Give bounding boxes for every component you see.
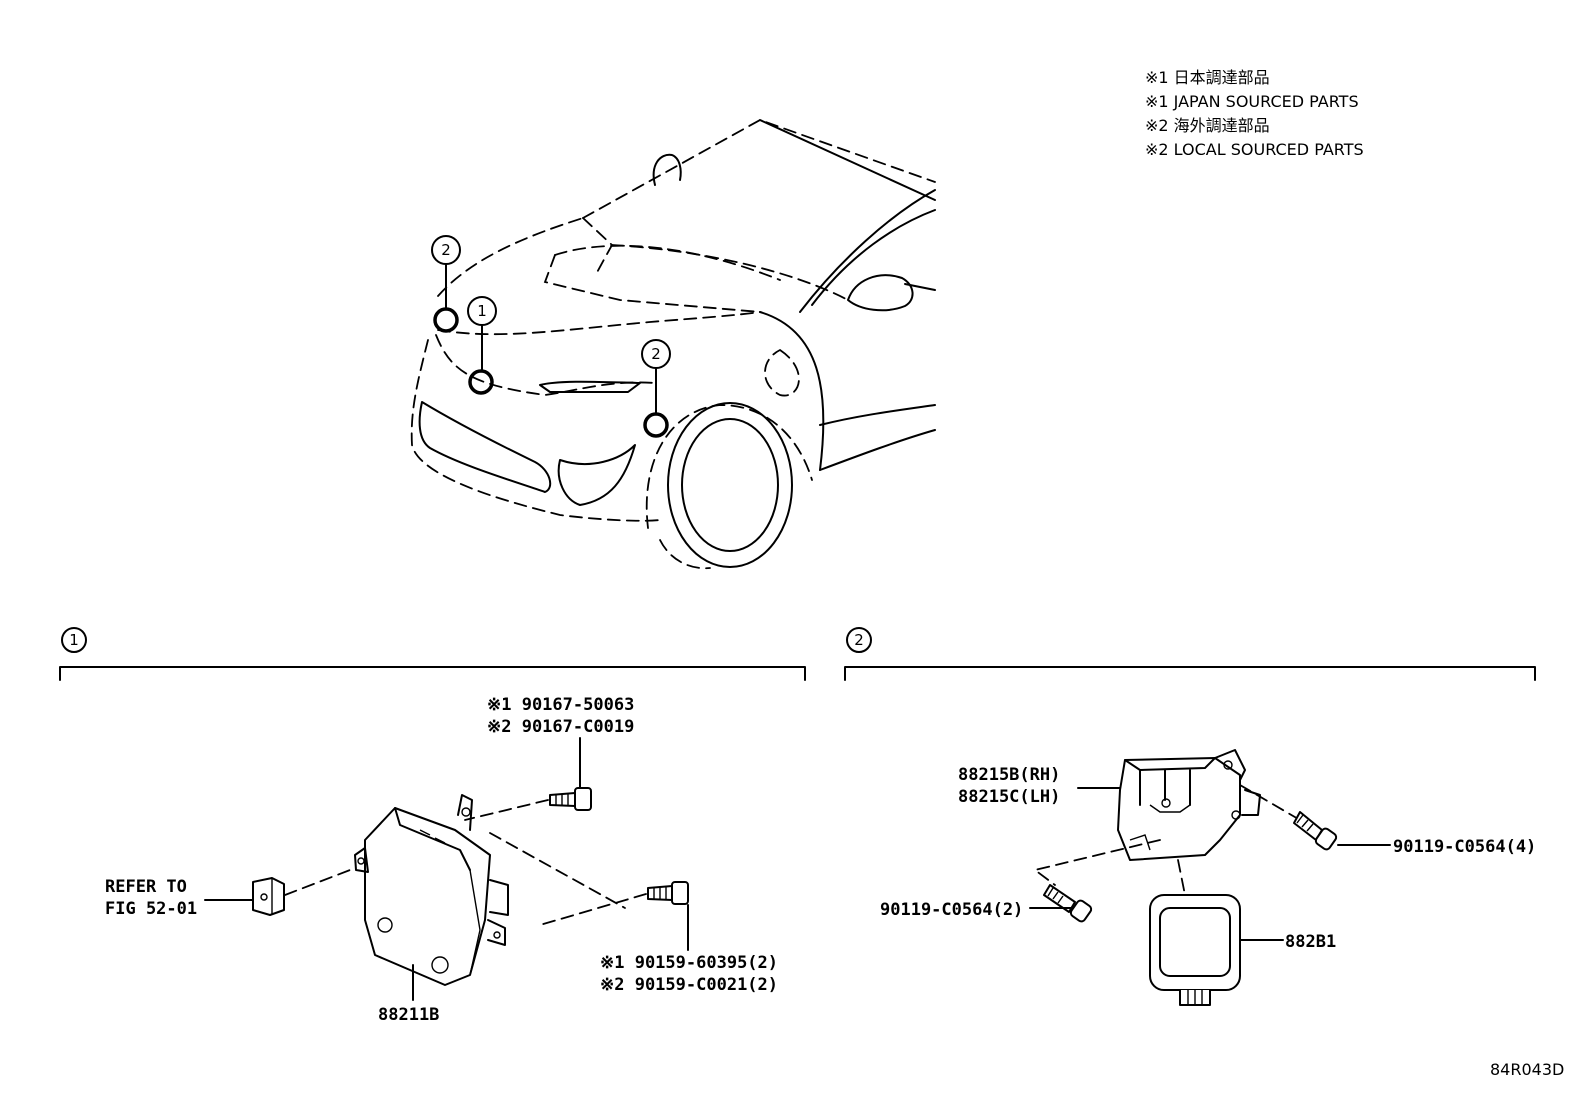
section-1: 1 ※1 90167-50063 ※2 90167-C0019 ※1 90159… bbox=[59, 627, 806, 1025]
callout-1: 1 bbox=[467, 296, 497, 395]
bolt-right bbox=[647, 881, 689, 905]
callout-1-label: 1 bbox=[477, 302, 487, 320]
screw-left-label: 90119-C0564(2) bbox=[880, 900, 1023, 920]
legend-line-1: ※1 日本調達部品 bbox=[1145, 68, 1270, 87]
vehicle-illustration: 2 1 2 bbox=[410, 119, 936, 570]
callout-2-right: 2 bbox=[641, 339, 671, 438]
clip-nut bbox=[252, 877, 285, 916]
section-2: 2 88215B(RH) 88215C(LH) 90119-C0564(4) bbox=[844, 627, 1536, 1006]
legend-line-2: ※1 JAPAN SOURCED PARTS bbox=[1145, 92, 1359, 111]
callout-2-left-label: 2 bbox=[441, 241, 451, 259]
screw-right bbox=[1293, 811, 1338, 851]
bracket-lh-label: 88215C(LH) bbox=[958, 787, 1060, 807]
callout-2-left: 2 bbox=[431, 235, 461, 333]
legend-line-4: ※2 LOCAL SOURCED PARTS bbox=[1145, 140, 1364, 159]
bolt-top-label-2: ※2 90167-C0019 bbox=[487, 717, 634, 737]
bolt-top bbox=[549, 787, 592, 811]
section-2-marker: 2 bbox=[854, 631, 864, 649]
screw-right-label: 90119-C0564(4) bbox=[1393, 837, 1536, 857]
sensor-882b1 bbox=[1149, 894, 1241, 1006]
bolt-top-label-1: ※1 90167-50063 bbox=[487, 695, 634, 715]
section-1-marker: 1 bbox=[69, 631, 79, 649]
bracket-88215 bbox=[1117, 749, 1261, 861]
screw-left bbox=[1043, 884, 1093, 923]
bolt-right-label-2: ※2 90159-C0021(2) bbox=[600, 975, 778, 995]
callout-2-right-label: 2 bbox=[651, 345, 661, 363]
legend: ※1 日本調達部品 ※1 JAPAN SOURCED PARTS ※2 海外調達… bbox=[1145, 68, 1364, 159]
legend-line-3: ※2 海外調達部品 bbox=[1145, 116, 1270, 135]
part-88211b-label: 88211B bbox=[378, 1005, 439, 1025]
refer-to-label-2: FIG 52-01 bbox=[105, 899, 197, 919]
figure-code: 84R043D bbox=[1490, 1060, 1564, 1079]
bolt-right-label-1: ※1 90159-60395(2) bbox=[600, 953, 778, 973]
sensor-label: 882B1 bbox=[1285, 932, 1336, 952]
module-88211b bbox=[354, 794, 509, 986]
refer-to-label-1: REFER TO bbox=[105, 877, 187, 897]
bracket-rh-label: 88215B(RH) bbox=[958, 765, 1060, 785]
